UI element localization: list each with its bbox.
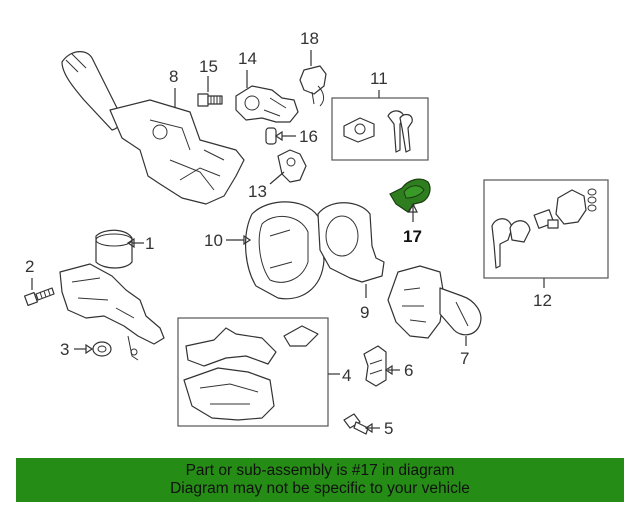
- svg-text:11: 11: [370, 69, 388, 88]
- svg-text:8: 8: [169, 67, 178, 86]
- part-13-cylinder-piece: [277, 149, 307, 183]
- part-9-angle-sensor: [317, 202, 385, 283]
- svg-text:1: 1: [145, 234, 154, 253]
- callout-2: 2: [25, 257, 34, 290]
- part-11-lock-and-keys: [343, 110, 413, 153]
- svg-text:15: 15: [199, 57, 218, 76]
- callout-14: 14: [238, 49, 257, 88]
- callout-1: 1: [126, 234, 154, 253]
- callout-17: 17: [403, 202, 422, 246]
- banner-line-1: Part or sub-assembly is #17 in diagram: [185, 462, 455, 479]
- callout-15: 15: [199, 57, 218, 92]
- svg-text:13: 13: [248, 182, 267, 201]
- svg-text:6: 6: [404, 361, 413, 380]
- svg-text:12: 12: [533, 291, 552, 310]
- part-11-box: [331, 97, 429, 161]
- part-4-column-covers: [183, 325, 319, 421]
- part-5-screw: [343, 413, 369, 435]
- part-18-sensor: [299, 65, 327, 107]
- svg-text:16: 16: [299, 127, 318, 146]
- callout-5: 5: [364, 419, 393, 438]
- callout-11: 11: [370, 69, 388, 98]
- callout-13: 13: [248, 171, 285, 201]
- part-16-plug: [265, 127, 277, 145]
- callout-9: 9: [360, 284, 369, 322]
- callout-8: 8: [169, 67, 178, 108]
- part-8-lever-switch: [61, 51, 245, 205]
- svg-text:7: 7: [460, 349, 469, 368]
- part-3-nut: [92, 341, 112, 357]
- callout-4: 4: [328, 366, 351, 385]
- part-2-bolt: [23, 287, 55, 307]
- callout-7: 7: [460, 336, 469, 368]
- part-17-highlighted[interactable]: [389, 178, 431, 213]
- callout-6: 6: [384, 361, 413, 380]
- part-6-bracket: [363, 345, 387, 387]
- part-12-box: [483, 179, 609, 279]
- part-7-combination-switch: [387, 265, 482, 339]
- svg-text:3: 3: [60, 340, 69, 359]
- part-14-switch-housing: [235, 85, 299, 123]
- part-10-clock-spring: [245, 201, 325, 300]
- callout-16: 16: [274, 127, 318, 146]
- part-12-keys: [491, 188, 597, 269]
- part-1-steering-column: [59, 229, 165, 361]
- svg-text:9: 9: [360, 303, 369, 322]
- part-4-box: [177, 317, 329, 427]
- callout-18: 18: [300, 29, 319, 66]
- callout-10: 10: [204, 231, 252, 250]
- svg-text:14: 14: [238, 49, 257, 68]
- svg-text:4: 4: [342, 366, 351, 385]
- callout-3: 3: [60, 340, 94, 359]
- svg-text:17: 17: [403, 227, 422, 246]
- part-15-bolt: [197, 93, 223, 107]
- svg-text:18: 18: [300, 29, 319, 48]
- callout-12: 12: [533, 278, 552, 310]
- svg-text:10: 10: [204, 231, 223, 250]
- svg-text:5: 5: [384, 419, 393, 438]
- parts-diagram: 8 15 14 18 16 1: [23, 29, 609, 438]
- info-banner: Part or sub-assembly is #17 in diagram D…: [16, 458, 624, 502]
- banner-line-2: Diagram may not be specific to your vehi…: [170, 480, 470, 497]
- svg-text:2: 2: [25, 257, 34, 276]
